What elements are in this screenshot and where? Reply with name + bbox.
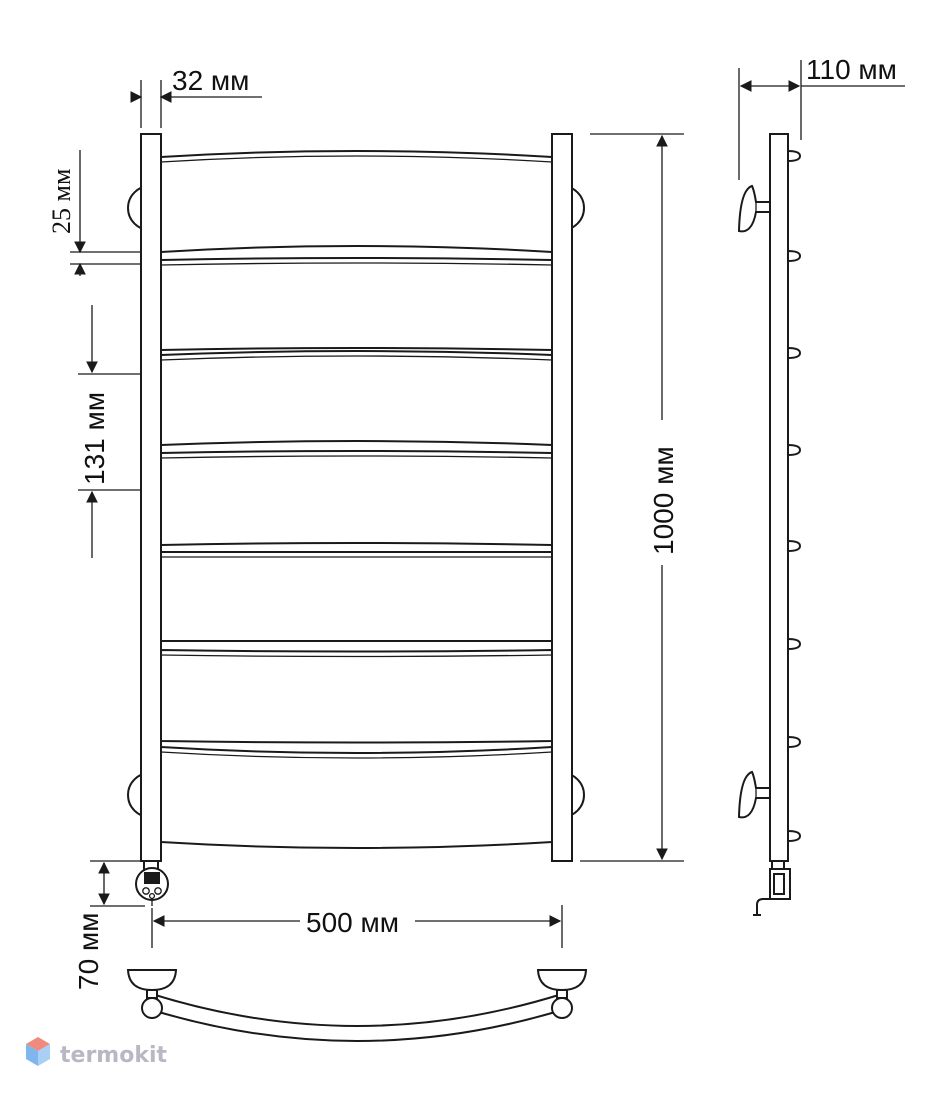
rung-7 (160, 745, 553, 849)
dim-rung-thickness: 25 мм (47, 150, 141, 276)
top-joint-right (551, 997, 573, 1019)
dim-width: 500 мм (151, 905, 563, 948)
dim-height-label: 1000 мм (648, 446, 679, 555)
rung-edge-3 (160, 355, 553, 361)
dim-tube-width: 32 мм (130, 65, 262, 128)
side-stub-8 (787, 830, 802, 842)
dim-rung-spacing: 131 мм (78, 305, 141, 558)
side-mount-top (737, 184, 771, 233)
left-tube (140, 133, 162, 862)
dim-bottom-offset-label: 70 мм (73, 913, 104, 990)
dim-wall-offset-label: 110 мм (806, 54, 897, 85)
hexagon-cube-icon (26, 1037, 50, 1066)
rungs (160, 150, 553, 849)
top-joint-left (141, 997, 163, 1019)
dim-wall-offset: 110 мм (738, 54, 905, 180)
right-tube (551, 133, 573, 862)
rung-edge-7 (160, 751, 553, 759)
top-mount-left (126, 969, 178, 992)
brand-name: termokit (60, 1043, 167, 1068)
rung-edge-4 (160, 455, 553, 459)
rung-edge-2 (160, 262, 553, 266)
side-stub-3 (787, 347, 802, 359)
rung-5 (160, 550, 553, 643)
rung-edge-6 (160, 654, 553, 658)
rung-4 (160, 450, 553, 547)
dim-width-label: 500 мм (306, 907, 399, 938)
rung-3 (160, 350, 553, 447)
top-mount-right (536, 969, 588, 992)
brand-logo: termokit (26, 1037, 167, 1068)
side-heating-element (753, 860, 791, 916)
rung-1 (160, 150, 553, 254)
side-tube (769, 133, 789, 862)
side-stub-1 (787, 150, 802, 162)
side-view (737, 133, 802, 916)
front-view (127, 133, 585, 906)
side-stub-2 (787, 250, 802, 262)
heating-element (135, 860, 169, 906)
rung-edge-1 (160, 155, 553, 163)
side-mount-bottom (737, 770, 771, 819)
dim-tube-width-label: 32 мм (172, 65, 249, 96)
dim-rung-spacing-label: 131 мм (79, 392, 110, 485)
side-stub-5 (787, 540, 802, 552)
dim-height: 1000 мм (580, 133, 684, 862)
rung-6 (160, 648, 553, 744)
dim-rung-thickness-label: 25 мм (47, 169, 76, 234)
side-rung-stubs (787, 150, 802, 842)
side-stub-7 (787, 736, 802, 748)
side-stub-6 (787, 638, 802, 650)
side-stub-4 (787, 444, 802, 456)
rung-2 (160, 257, 553, 352)
top-view (126, 969, 588, 1042)
dim-bottom-offset: 70 мм (73, 860, 145, 990)
